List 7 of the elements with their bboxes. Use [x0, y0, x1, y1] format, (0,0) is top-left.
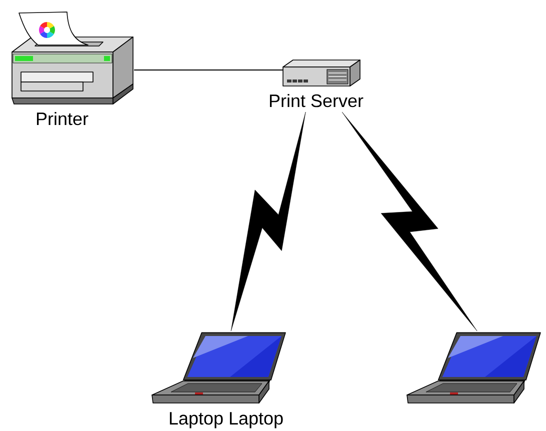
device-label: Printer — [36, 112, 88, 126]
device-label: Print Server — [270, 94, 364, 108]
cable-line — [134, 69, 283, 71]
lightning-bolt — [342, 112, 478, 332]
laptop-drawing — [406, 332, 541, 404]
device-label: Laptop Laptop — [170, 412, 283, 428]
lightning-bolt — [230, 112, 306, 332]
